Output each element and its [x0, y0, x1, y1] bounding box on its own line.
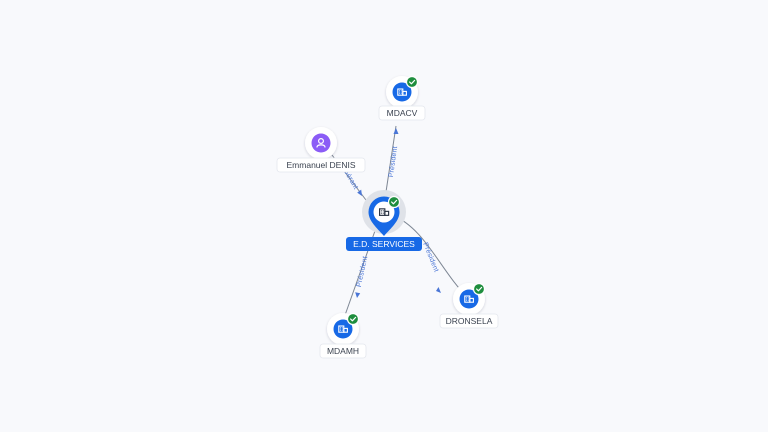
node-label-pill — [276, 157, 366, 173]
node-label: MDAMH — [327, 346, 359, 356]
node-label: Emmanuel DENIS — [287, 160, 356, 170]
person-icon — [316, 137, 326, 148]
edge-dronsela[interactable]: Président — [391, 214, 469, 299]
node-mdamh[interactable]: MDAMH — [319, 312, 367, 359]
edge-label: Président — [388, 146, 399, 178]
node-label: MDACV — [387, 108, 418, 118]
node-ed-services[interactable]: E.D. SERVICES — [346, 190, 422, 251]
node-dronsela[interactable]: DRONSELA — [439, 282, 499, 329]
check-badge-icon — [387, 195, 401, 209]
arrow-icon — [357, 189, 362, 196]
center-label-pill — [346, 237, 422, 251]
check-badge-icon — [472, 282, 486, 296]
check-badge-icon — [405, 75, 419, 89]
node-icon-bg — [459, 289, 479, 309]
check-badge-icon — [346, 312, 360, 326]
pin-inner — [373, 201, 395, 223]
node-label: DRONSELA — [446, 316, 493, 326]
node-mdacv[interactable]: MDACV — [378, 75, 426, 121]
arrow-icon — [355, 292, 361, 298]
node-label-pill — [378, 105, 426, 121]
node-label-pill — [319, 343, 367, 359]
arrow-icon — [436, 287, 441, 293]
node-label-pill — [439, 313, 499, 329]
node-icon-bg — [392, 82, 412, 102]
arrow-icon — [393, 128, 399, 134]
building-icon — [379, 208, 390, 216]
node-icon-bg — [333, 319, 353, 339]
node-label: E.D. SERVICES — [353, 239, 415, 249]
node-emmanuel-denis[interactable]: Emmanuel DENIS — [276, 127, 366, 173]
edge-label: Président — [356, 256, 369, 288]
